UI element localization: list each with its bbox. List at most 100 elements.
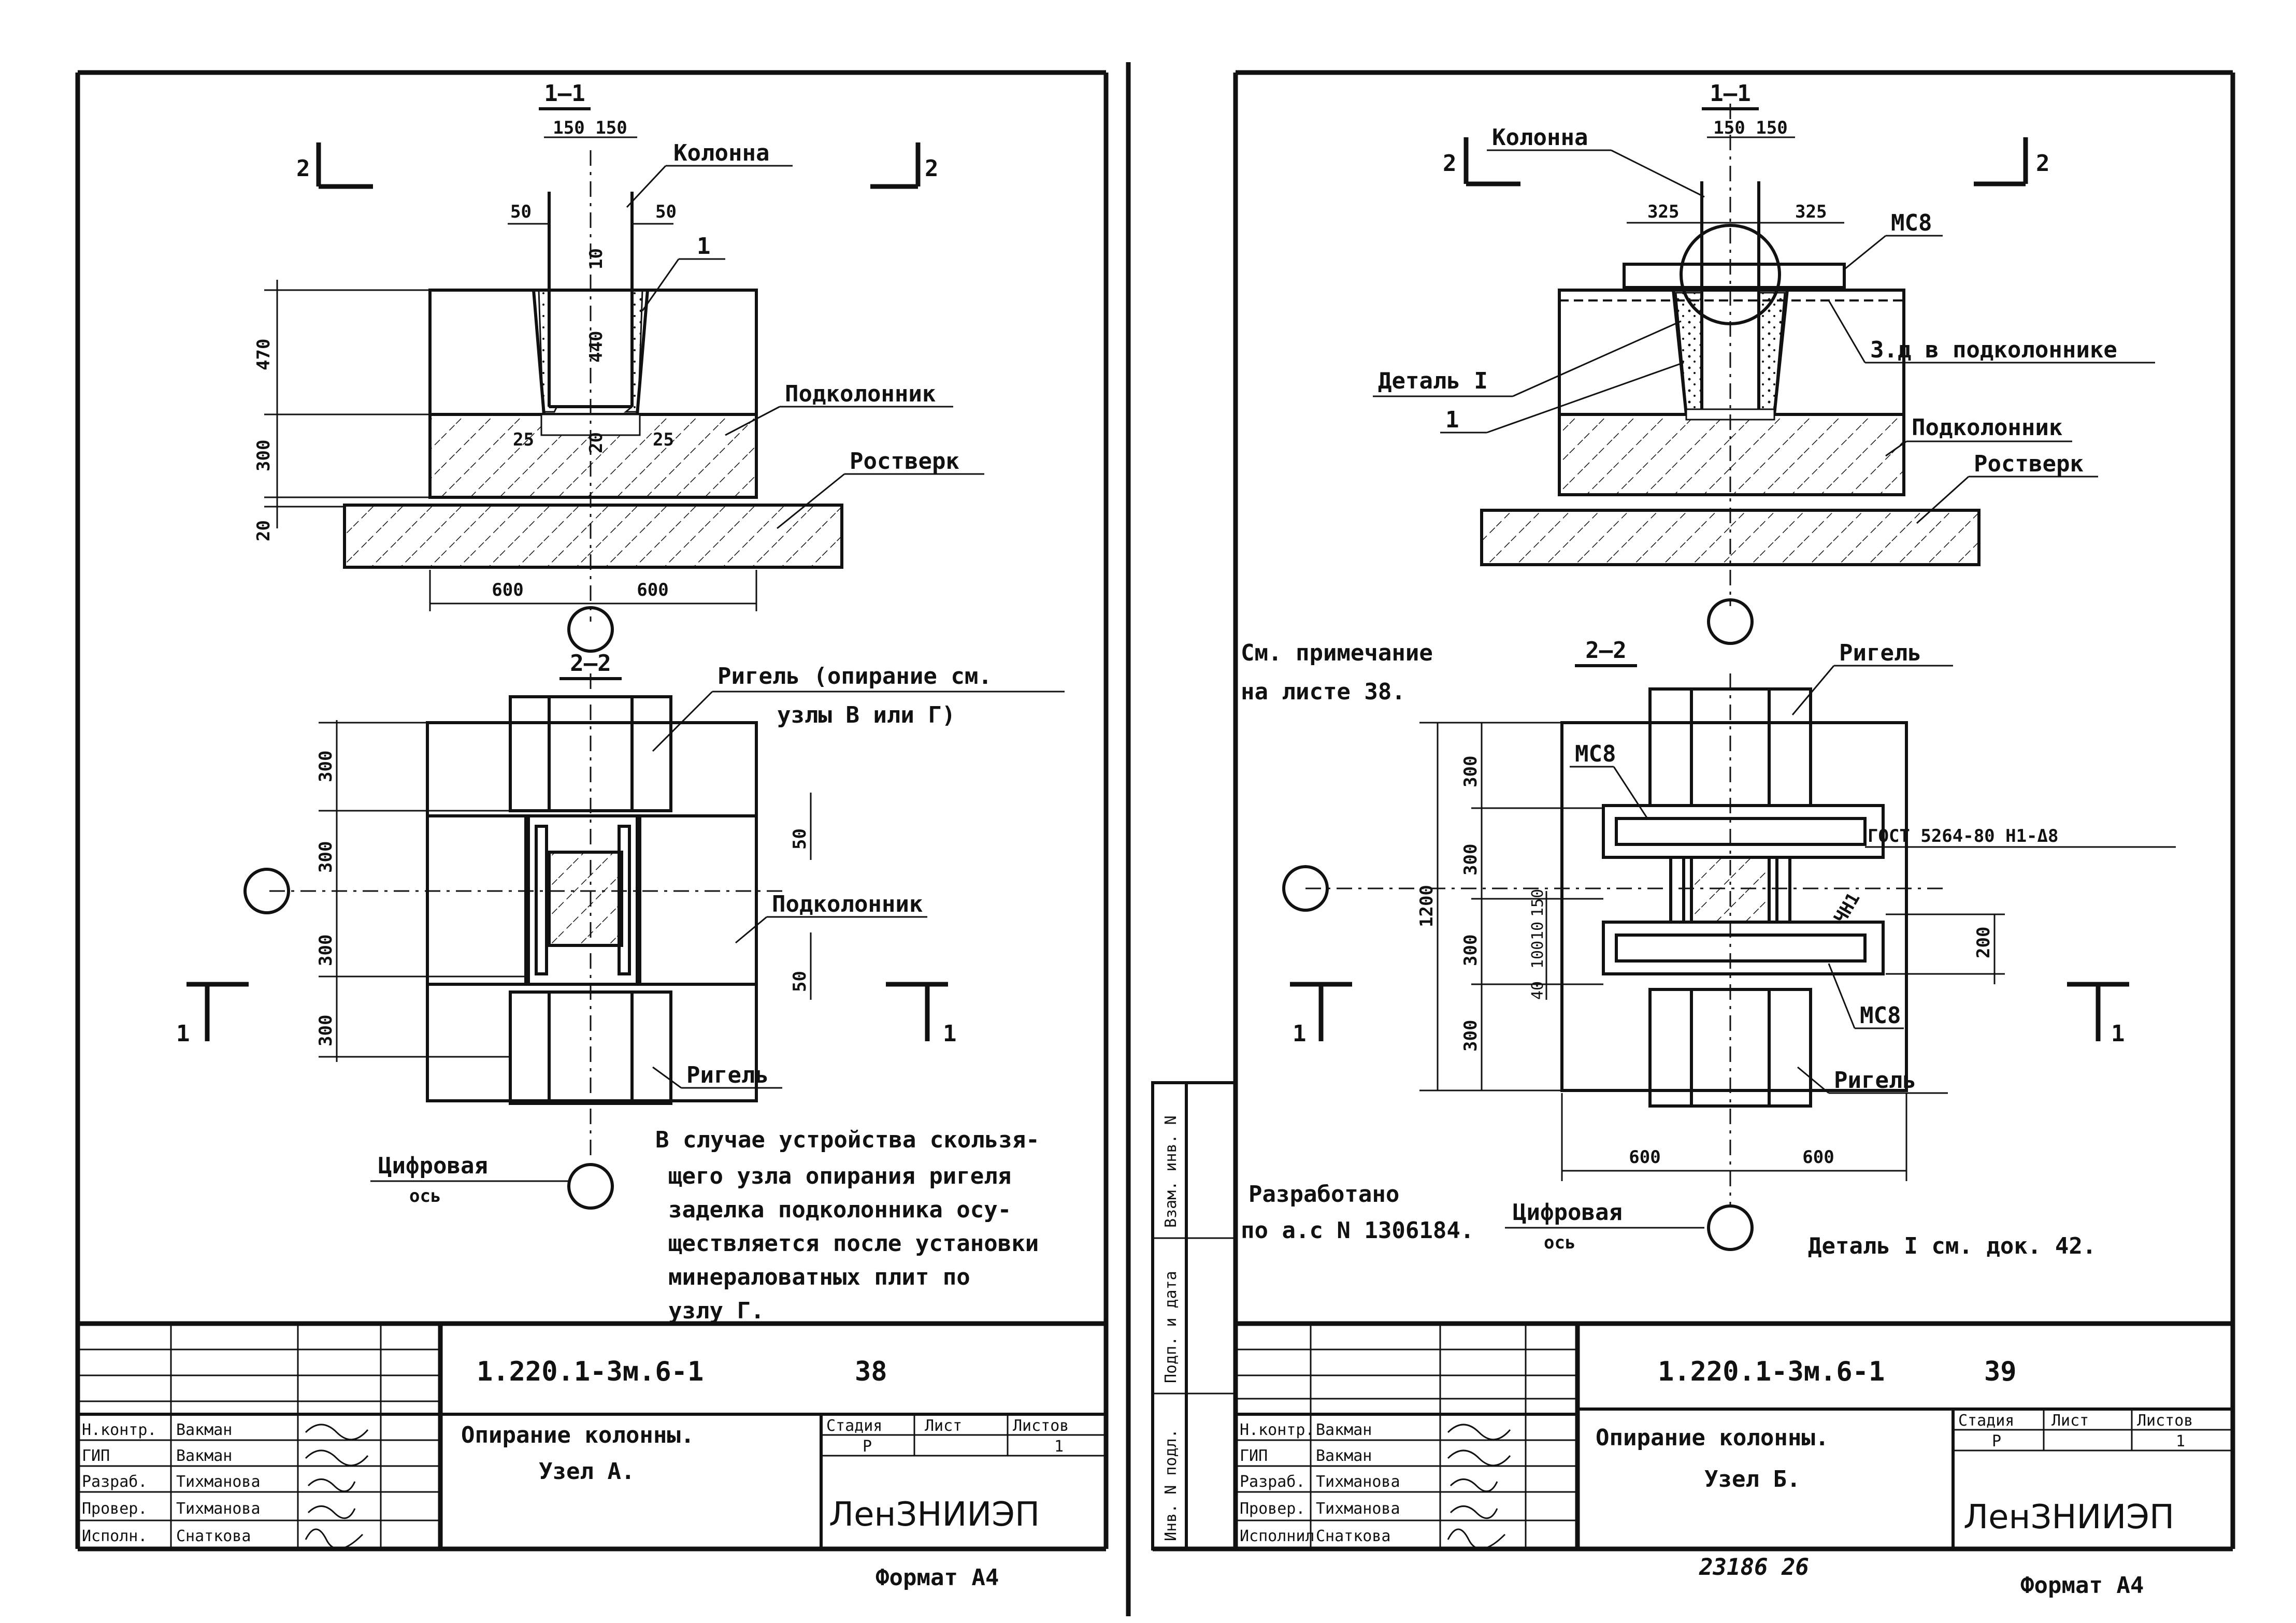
stamp-sheets-total-39: 1 [2176,1432,2185,1450]
dim-300: 300 [253,440,274,471]
signature-4-39 [1450,1505,1498,1519]
stamp-col-sheet: Лист [925,1417,962,1435]
side-stamp-2: Подп. и дата [1162,1271,1180,1383]
dim-p300d-39: 300 [1460,1020,1481,1052]
stamp-role-4: Провер. [82,1500,147,1518]
dim-25b: 25 [653,429,674,450]
dim-150a-39: 150 [1713,118,1745,138]
label-beam-top-39: Ригель [1839,640,1921,666]
side-stamp-1: Взам. инв. N [1162,1115,1180,1228]
dim-p300c-39: 300 [1460,935,1481,966]
title-block-39: 1.220.1-3м.6-1 39 Опирание колонны. Узел… [1236,1321,2233,1599]
stamp-role-1: Н.контр. [82,1421,157,1439]
mc8-channel-upper [1602,804,1885,859]
label-axis: Цифровая [378,1153,488,1179]
label-beam-top-2: узлы В или Г) [777,702,955,728]
dim-20: 20 [586,432,607,453]
stamp-name-4-39: Тихманова [1316,1500,1400,1518]
pedestal-wing-right [636,814,758,986]
dim-50a: 50 [510,202,532,222]
signature-2 [305,1449,369,1467]
stamp-format-39: Формат А4 [2020,1572,2144,1599]
stamp-role-4-39: Провер. [1240,1500,1305,1518]
title-block-38: 1.220.1-3м.6-1 38 Опирание колонны. Узел… [78,1321,1106,1591]
dim-470: 470 [253,339,274,370]
note-block: В случае устройства скользя- щего узла о… [655,1127,1040,1324]
stamp-name-3-39: Тихманова [1316,1473,1400,1491]
dim-p300a-39: 300 [1460,756,1481,787]
cut-mark-2-right: 2 [925,155,939,182]
stamp-name-2: Вакман [176,1447,232,1465]
dim-p300b: 300 [315,841,336,873]
axis-bubble-bottom [567,1163,614,1210]
dim-40-39: 40 [1529,981,1547,1000]
signature-3 [307,1478,356,1492]
stamp-org: ЛенЗНИИЭП [829,1496,1040,1534]
stamp-name-1-39: Вакман [1316,1421,1372,1439]
axis-bubble-section [567,606,614,653]
note-line-4: ществляется после установки [668,1230,1039,1257]
section-2-title: 2—2 [570,650,611,677]
column-plan [548,851,623,947]
cut-mark-2-right-39: 2 [2036,150,2050,177]
label-axis-39: Цифровая [1513,1199,1623,1226]
dim-150a: 150 [553,118,584,138]
dim-1200: 1200 [1416,885,1437,927]
stamp-title-2: Узел А. [539,1458,635,1485]
label-column-39: Колонна [1492,124,1588,151]
signature-3-39 [1450,1478,1498,1492]
signature-1 [305,1424,369,1441]
dim-p300c: 300 [315,935,336,966]
dim-440: 440 [586,331,607,363]
side-stamp-3: Инв. N подл. [1162,1429,1180,1541]
label-beam-top: Ригель (опирание см. [718,663,992,690]
label-beam-bottom-39: Ригель [1834,1067,1916,1094]
stamp-stage: Р [863,1438,872,1456]
pedestal-lower-39 [1558,413,1905,496]
stamp-title-1-39: Опирание колонны. [1596,1425,1829,1451]
stamp-sheet-no-39: 39 [1984,1356,2017,1387]
pedestal-plan-39 [1560,721,1908,1092]
dim-150b: 150 [595,118,627,138]
stamp-role-1-39: Н.контр. [1240,1421,1315,1439]
stamp-format: Формат А4 [876,1564,999,1591]
axis-bubble-left-39 [1282,865,1329,912]
signature-5 [305,1528,364,1550]
dim-10-39: 10 [1529,922,1547,940]
label-see-note: См. примечание [1241,640,1433,666]
dim-25a: 25 [513,429,534,450]
note-line-6: узлу Г. [668,1298,764,1324]
stamp-col-stage: Стадия [826,1417,882,1435]
dim-p300d: 300 [315,1015,336,1046]
cut-mark-1-right: 1 [943,1021,957,1047]
stamp-name-5-39: Снаткова [1316,1527,1391,1545]
stamp-col-sheets-39: Листов [2137,1412,2193,1430]
section-2-title-39: 2—2 [1585,637,1626,664]
note-line-3: заделка подколонника осу- [668,1197,1011,1223]
side-stamp: Взам. инв. N Подп. и дата Инв. N подл. [1151,1081,1237,1550]
dim-600a: 600 [492,580,523,600]
stamp-col-stage-39: Стадия [1958,1412,2014,1430]
stamp-inv: 23186 26 [1699,1554,1809,1581]
stamp-role-3-39: Разраб. [1240,1473,1305,1491]
label-column: Колонна [673,140,769,166]
section-1-title-39: 1—1 [1710,80,1750,107]
label-detail: Деталь I [1378,368,1488,394]
section-1-title: 1—1 [544,80,585,107]
sheet-39: 1—1 2 Колонна 2 150 150 325 325 МС8 З.д … [1151,70,2235,1599]
label-pedestal: Подколонник [785,381,936,407]
label-grillage: Ростверк [850,448,959,475]
dim-150-39: 150 [1529,889,1547,917]
dim-100-39: 100 [1529,941,1547,969]
dim-p300a: 300 [315,751,336,782]
cut-mark-1-left-39: 1 [1293,1021,1307,1047]
stamp-role-5: Исполн. [82,1527,147,1545]
cut-mark-1-right-39: 1 [2111,1021,2125,1047]
stamp-col-sheets: Листов [1013,1417,1069,1435]
stamp-org-39: ЛенЗНИИЭП [1963,1498,2174,1536]
note-line-5: минераловатных плит по [668,1264,970,1290]
label-ref-1-39: 1 [1445,407,1459,433]
stamp-name-5: Снаткова [176,1527,251,1545]
stamp-code-39: 1.220.1-3м.6-1 [1658,1356,1885,1387]
